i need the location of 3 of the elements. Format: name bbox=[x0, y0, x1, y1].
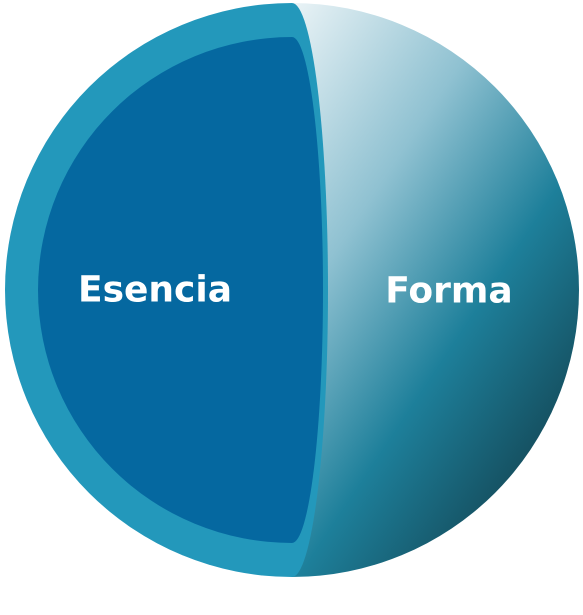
node-label: Forma bbox=[385, 270, 513, 312]
hemisphere-shape bbox=[292, 3, 580, 577]
node-label: Esencia bbox=[78, 270, 232, 310]
